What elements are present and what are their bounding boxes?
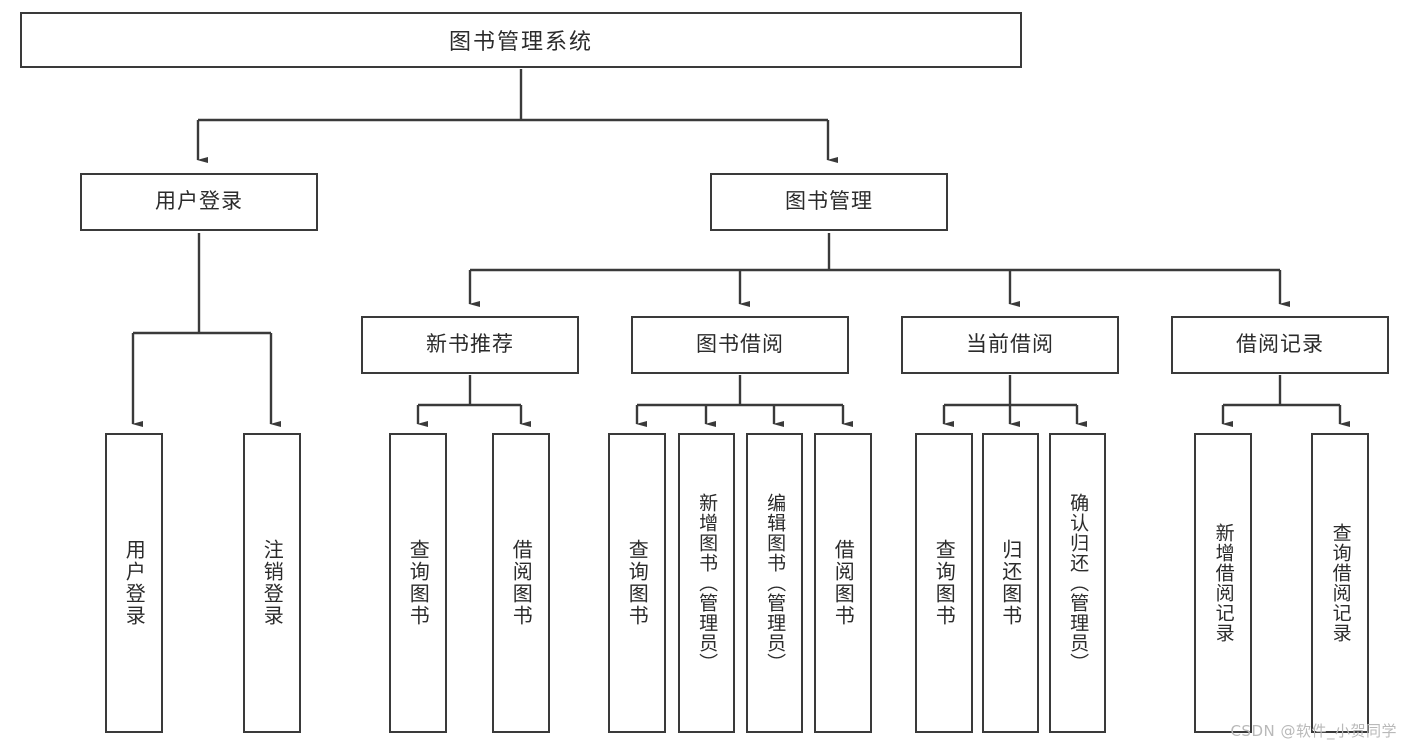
leaf-current-borrow-query[interactable]: 查询图书 — [915, 433, 973, 733]
leaf-label: 新增图书（管理员） — [696, 493, 719, 673]
leaf-user-login-signin[interactable]: 用户登录 — [105, 433, 163, 733]
leaf-label: 新增借阅记录 — [1212, 523, 1235, 643]
leaf-label: 借阅图书 — [509, 539, 534, 627]
leaf-user-login-signout[interactable]: 注销登录 — [243, 433, 301, 733]
node-user-login[interactable]: 用户登录 — [80, 173, 318, 231]
node-book-borrow[interactable]: 图书借阅 — [631, 316, 849, 374]
node-new-book-recommend[interactable]: 新书推荐 — [361, 316, 579, 374]
leaf-current-borrow-confirm-return[interactable]: 确认归还（管理员） — [1049, 433, 1106, 733]
leaf-new-book-borrow[interactable]: 借阅图书 — [492, 433, 550, 733]
leaf-book-borrow-borrow[interactable]: 借阅图书 — [814, 433, 872, 733]
leaf-label: 确认归还（管理员） — [1067, 493, 1090, 673]
leaf-label: 查询借阅记录 — [1329, 523, 1352, 643]
node-borrow-record[interactable]: 借阅记录 — [1171, 316, 1389, 374]
leaf-book-borrow-edit[interactable]: 编辑图书（管理员） — [746, 433, 803, 733]
leaf-label: 注销登录 — [260, 539, 285, 627]
leaf-label: 查询图书 — [406, 539, 431, 627]
leaf-label: 用户登录 — [122, 539, 147, 627]
leaf-label: 查询图书 — [932, 539, 957, 627]
leaf-label: 查询图书 — [625, 539, 650, 627]
leaf-book-borrow-add[interactable]: 新增图书（管理员） — [678, 433, 735, 733]
node-current-borrow[interactable]: 当前借阅 — [901, 316, 1119, 374]
node-book-management[interactable]: 图书管理 — [710, 173, 948, 231]
leaf-current-borrow-return[interactable]: 归还图书 — [982, 433, 1039, 733]
leaf-new-book-query[interactable]: 查询图书 — [389, 433, 447, 733]
leaf-label: 编辑图书（管理员） — [764, 493, 787, 673]
leaf-borrow-record-query[interactable]: 查询借阅记录 — [1311, 433, 1369, 733]
leaf-book-borrow-query[interactable]: 查询图书 — [608, 433, 666, 733]
node-root-system[interactable]: 图书管理系统 — [20, 12, 1022, 68]
leaf-borrow-record-add[interactable]: 新增借阅记录 — [1194, 433, 1252, 733]
watermark-text: CSDN @软件_小贺同学 — [1230, 722, 1397, 740]
leaf-label: 归还图书 — [998, 539, 1023, 627]
leaf-label: 借阅图书 — [831, 539, 856, 627]
